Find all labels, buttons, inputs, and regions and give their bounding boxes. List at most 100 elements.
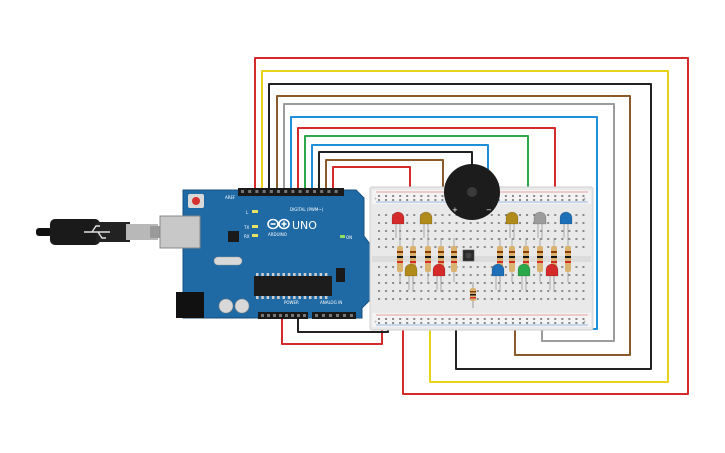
breadboard-hole [427, 282, 430, 284]
breadboard-hole [575, 282, 578, 284]
resistor-band [438, 256, 444, 258]
breadboard-hole [385, 266, 388, 268]
breadboard-hole [448, 246, 451, 248]
resistor-band [397, 261, 403, 263]
breadboard-hole [455, 274, 458, 276]
breadboard-hole [582, 290, 585, 292]
resistor-band [451, 256, 457, 258]
breadboard-hole [497, 282, 500, 284]
breadboard-hole [441, 318, 444, 320]
chip-leg [293, 296, 296, 299]
resistor-body [397, 246, 403, 272]
breadboard-hole [406, 322, 409, 324]
resistor-band [410, 261, 416, 263]
wire-black-outer [268, 83, 652, 370]
resistor-button [470, 282, 476, 308]
breadboard-hole [406, 238, 409, 240]
chip-leg [282, 296, 285, 299]
push-button-cap[interactable] [465, 252, 472, 259]
breadboard-hole [526, 195, 529, 197]
breadboard-hole [582, 195, 585, 197]
breadboard-hole [427, 199, 430, 201]
reset-button-cap[interactable] [192, 197, 200, 205]
breadboard-hole [455, 290, 458, 292]
chip-leg [293, 273, 296, 276]
chip-leg [303, 296, 307, 299]
resistor-band [438, 261, 444, 263]
breadboard-hole [427, 290, 430, 292]
breadboard-hole [497, 290, 500, 292]
resistor-band [410, 251, 416, 253]
breadboard-hole [547, 290, 550, 292]
breadboard-hole [575, 298, 578, 300]
chip-leg [298, 296, 301, 299]
resistor [509, 238, 515, 282]
header-pin [284, 190, 288, 193]
header-pin [297, 314, 300, 317]
breadboard-hole [420, 195, 423, 197]
breadboard-hole [476, 290, 479, 292]
breadboard-hole [519, 238, 521, 240]
resistor-band [523, 256, 529, 258]
breadboard-hole [561, 195, 564, 197]
breadboard-hole [462, 290, 465, 292]
resistor-body [425, 246, 431, 272]
chip-leg [266, 273, 270, 276]
wire-red-outer [254, 57, 689, 395]
led-body [505, 211, 519, 225]
breadboard-hole [420, 238, 423, 240]
breadboard-hole [504, 199, 507, 201]
breadboard-hole [455, 298, 458, 300]
breadboard-hole [490, 214, 493, 216]
header-pin [329, 314, 332, 317]
breadboard-hole [547, 246, 550, 248]
led-body [419, 211, 433, 225]
chip-leg [277, 296, 280, 299]
breadboard-hole [547, 322, 550, 324]
breadboard-hole [385, 195, 388, 197]
breadboard-hole [385, 322, 388, 324]
breadboard-hole [406, 214, 409, 216]
breadboard-hole [511, 195, 514, 197]
breadboard-hole [554, 290, 557, 292]
breadboard-hole [448, 322, 451, 324]
breadboard-hole [497, 322, 500, 324]
header-pin [336, 314, 339, 317]
breadboard-hole [554, 298, 557, 300]
breadboard-hole [441, 290, 444, 292]
breadboard-hole [441, 214, 444, 216]
resistor-band [425, 261, 431, 263]
breadboard-hole [547, 238, 550, 240]
digital-header [238, 188, 344, 196]
chip-leg [287, 273, 291, 276]
breadboard-hole [434, 222, 437, 224]
icsp-header [336, 268, 345, 282]
breadboard-hole [385, 199, 388, 201]
leds [391, 211, 573, 292]
header-pin [255, 190, 259, 193]
breadboard-hole [455, 322, 458, 324]
breadboard-hole [547, 199, 550, 201]
breadboard-hole [392, 322, 395, 324]
breadboard-hole [554, 199, 557, 201]
resistor-band [551, 256, 557, 258]
breadboard-hole [441, 230, 444, 232]
led-body [491, 263, 505, 277]
breadboard-hole [448, 238, 451, 240]
resistor-band [497, 251, 503, 253]
breadboard-hole [406, 246, 409, 248]
tx-led [252, 225, 258, 228]
header-pin [291, 190, 295, 193]
breadboard-hole [420, 282, 423, 284]
breadboard-hole [434, 238, 437, 240]
breadboard-hole [533, 322, 536, 324]
breadboard-hole [483, 282, 486, 284]
breadboard-hole [385, 230, 388, 232]
breadboard-hole [476, 266, 479, 268]
header-pin [305, 190, 309, 193]
chip-leg [314, 296, 317, 299]
header-pin [313, 190, 316, 193]
chip-leg [314, 273, 317, 276]
chip-leg [261, 296, 264, 299]
breadboard-hole [526, 282, 529, 284]
